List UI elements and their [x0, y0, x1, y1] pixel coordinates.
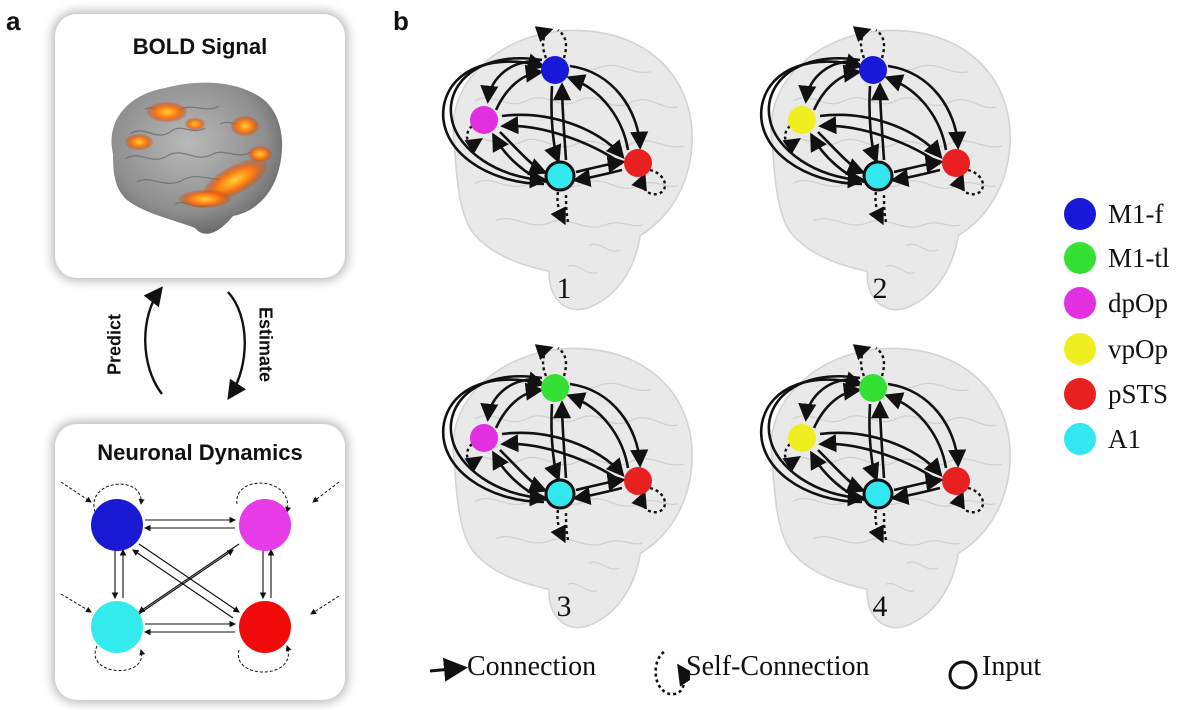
left-node [788, 106, 816, 134]
legend-label-a1: A1 [1108, 423, 1141, 454]
connection-arrow-icon [429, 657, 468, 682]
psts-node [624, 467, 652, 495]
connections [759, 53, 967, 189]
legend-label-m1-tl: M1-tl [1108, 242, 1170, 273]
legend-item-dpop: dpOp [1064, 285, 1168, 321]
predict-estimate-arrows [143, 286, 246, 400]
model-label-3: 3 [556, 590, 572, 623]
predict-label: Predict [104, 313, 125, 376]
panel-b-letter: b [393, 6, 409, 36]
bold-signal-box: BOLD Signal [55, 14, 345, 278]
legend-dot-dpop [1064, 287, 1096, 319]
connection-legend-label: Connection [467, 651, 597, 682]
model-2 [759, 26, 1012, 311]
self-connections [464, 26, 667, 226]
left-node [470, 424, 498, 452]
activation-blobs [125, 102, 272, 208]
psts-node [942, 467, 970, 495]
legend-item-vpop: vpOp [1064, 331, 1168, 367]
model-4 [759, 344, 1012, 629]
legend-dot-m1-f [1064, 198, 1096, 230]
estimate-arrow [227, 291, 246, 400]
input-legend-label: Input [982, 651, 1042, 682]
left-node [470, 106, 498, 134]
legend-item-psts: pSTS [1064, 376, 1168, 412]
left-node [788, 424, 816, 452]
top-node [541, 56, 569, 84]
a1-node [862, 478, 894, 510]
neuronal-node-magenta [239, 499, 291, 551]
model-label-1: 1 [556, 272, 572, 305]
connections [441, 53, 649, 189]
top-node [541, 374, 569, 402]
legend-label-psts: pSTS [1108, 378, 1169, 409]
psts-node [624, 149, 652, 177]
neuronal-node-blue [91, 499, 143, 551]
self-connections [782, 344, 985, 544]
legend-dot-vpop [1064, 333, 1096, 365]
self-connection-icon [654, 650, 690, 696]
panel-a-letter: a [6, 6, 21, 36]
a1-node [544, 160, 576, 192]
input-circle-icon [948, 660, 978, 690]
model-label-4: 4 [872, 590, 888, 623]
connections [759, 371, 967, 507]
legend-label-m1-f: M1-f [1108, 198, 1164, 229]
legend-label-vpop: vpOp [1108, 333, 1168, 364]
top-node [859, 56, 887, 84]
neuronal-network [60, 481, 340, 673]
a1-node [862, 160, 894, 192]
neuronal-node-red [239, 601, 291, 653]
connections [441, 371, 649, 507]
legend-item-m1-tl: M1-tl [1064, 240, 1170, 276]
legend-dot-psts [1064, 378, 1096, 410]
neuronal-dynamics-box: Neuronal Dynamics [55, 424, 345, 700]
legend-item-a1: A1 [1064, 421, 1141, 457]
neuronal-dynamics-title: Neuronal Dynamics [97, 440, 303, 465]
self-connection-legend-label: Self-Connection [686, 651, 870, 682]
activated-brain-image [111, 82, 283, 234]
legend-dot-a1 [1064, 423, 1096, 455]
model-label-2: 2 [872, 272, 888, 305]
model-3 [441, 344, 694, 629]
model-1 [441, 26, 694, 311]
a1-node [544, 478, 576, 510]
self-connections [782, 26, 985, 226]
neuronal-node-cyan [91, 601, 143, 653]
legend-label-dpop: dpOp [1108, 287, 1168, 318]
bold-signal-title: BOLD Signal [132, 34, 268, 59]
legend-item-m1-f: M1-f [1064, 196, 1164, 232]
dcm-models [441, 26, 1012, 629]
self-connections [464, 344, 667, 544]
psts-node [942, 149, 970, 177]
estimate-label: Estimate [255, 306, 276, 383]
top-node [859, 374, 887, 402]
legend-dot-m1-tl [1064, 242, 1096, 274]
predict-arrow [143, 286, 163, 395]
